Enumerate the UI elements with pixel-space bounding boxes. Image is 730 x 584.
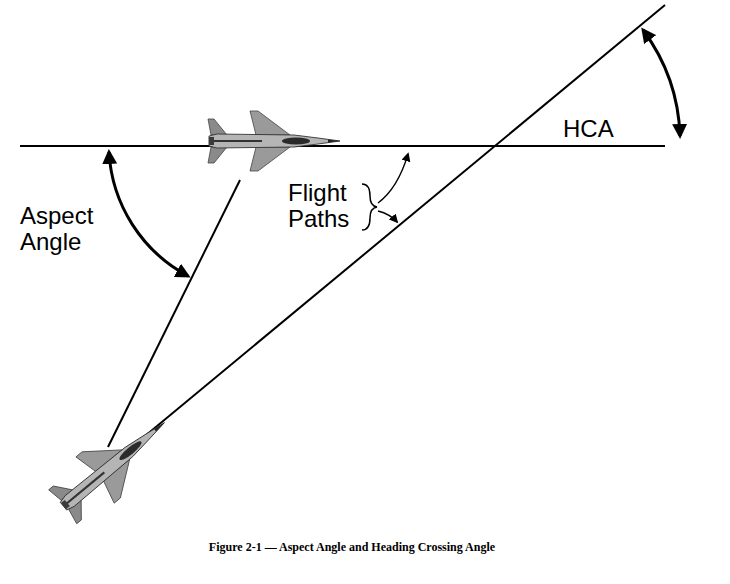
hca-arc — [643, 30, 680, 136]
flight-path — [20, 145, 665, 147]
angle-label: HCA — [563, 116, 614, 142]
aspect-arc — [109, 152, 188, 276]
flight-path — [110, 5, 665, 465]
figure-caption: Figure 2-1 — Aspect Angle and Heading Cr… — [209, 540, 495, 555]
brace — [362, 184, 377, 230]
path-label: Flight Paths — [288, 180, 364, 232]
leader-arrow — [378, 154, 408, 203]
attacker-aircraft — [44, 400, 184, 530]
target-aircraft — [208, 111, 340, 171]
angle-label: Aspect Angle — [20, 203, 130, 255]
leader-arrow — [378, 211, 397, 222]
line-of-sight — [108, 180, 240, 447]
